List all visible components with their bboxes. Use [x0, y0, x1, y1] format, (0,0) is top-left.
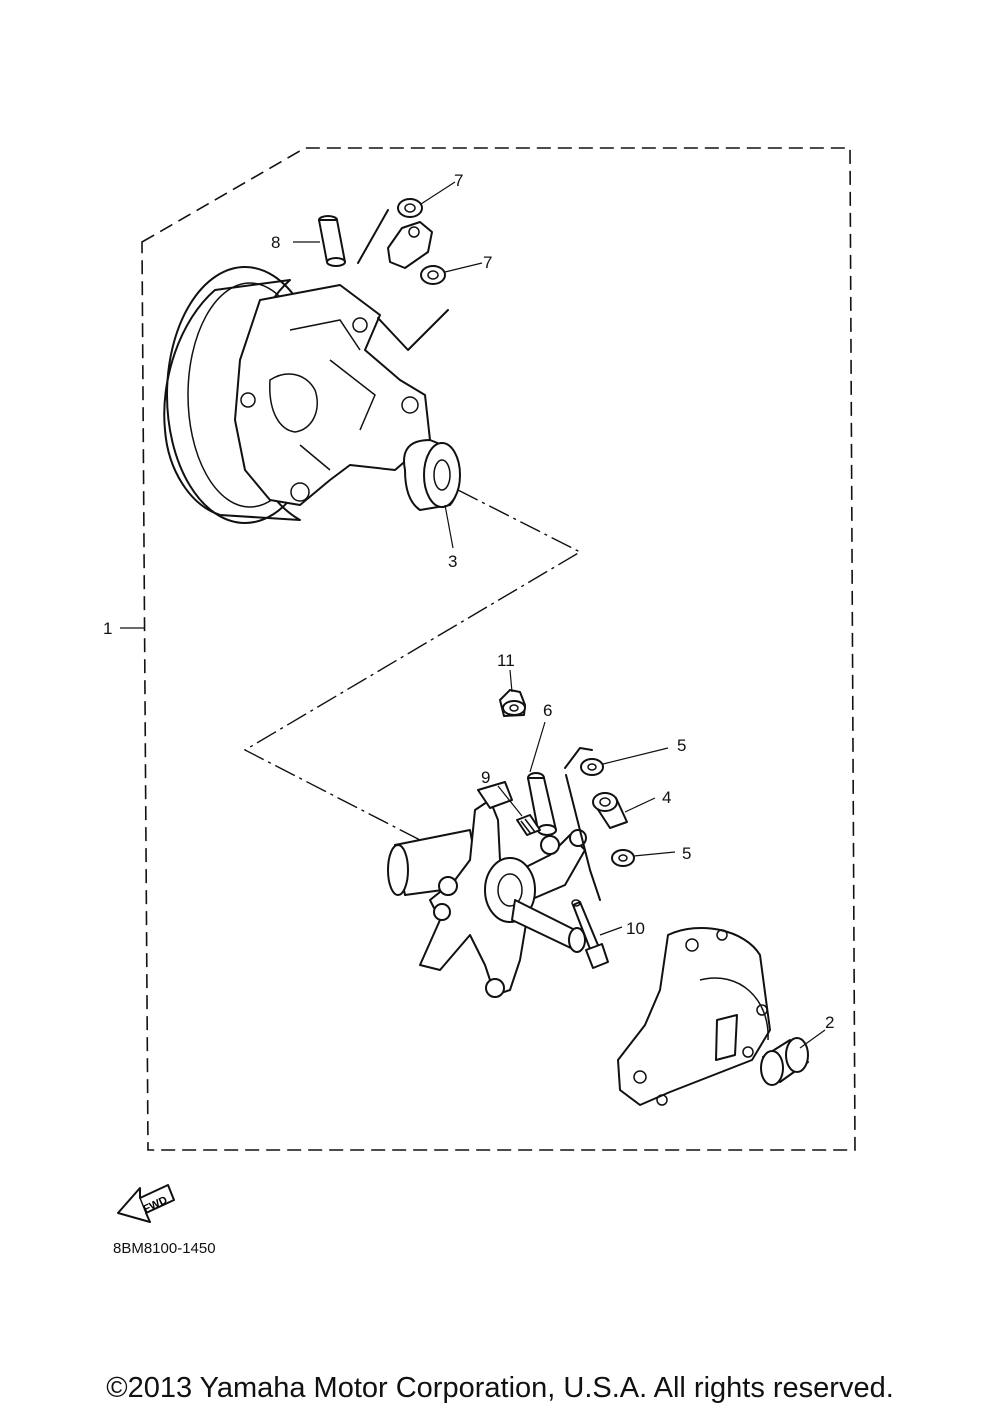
seal-part-3 — [403, 439, 461, 511]
slider-block — [387, 221, 433, 269]
callout-10: 10 — [626, 919, 645, 938]
cover-plate — [617, 927, 771, 1106]
washer-part-7a — [397, 198, 423, 218]
callout-2: 2 — [825, 1013, 834, 1032]
callout-8: 8 — [271, 233, 280, 252]
lower-spider — [387, 781, 587, 998]
upper-sheave — [163, 209, 449, 524]
callout-4: 4 — [662, 788, 671, 807]
callout-7a: 7 — [454, 171, 463, 190]
nut-part-11 — [499, 689, 526, 717]
washer-part-7b — [420, 265, 446, 285]
callout-7b: 7 — [483, 253, 492, 272]
callout-11: 11 — [497, 651, 515, 670]
grease-nipple-part-9 — [516, 814, 541, 836]
washer-part-5a — [580, 758, 604, 776]
callout-3: 3 — [448, 552, 457, 571]
washer-part-5b — [611, 849, 635, 867]
leader-lines — [120, 181, 826, 1049]
center-line — [243, 489, 582, 841]
callout-5b: 5 — [682, 844, 691, 863]
roller-part-4 — [592, 792, 628, 829]
callout-5a: 5 — [677, 736, 686, 755]
part-code-label: 8BM8100-1450 — [113, 1240, 216, 1257]
bolt-part-10 — [571, 899, 609, 969]
callout-6: 6 — [543, 701, 552, 720]
assembly-boundary — [141, 147, 856, 1151]
callout-9: 9 — [481, 768, 490, 787]
fwd-arrow-icon: FWD — [117, 1184, 175, 1223]
callout-numbers: 1 2 3 4 5 5 6 7 7 8 9 10 11 — [103, 171, 834, 1032]
bracket-lower — [564, 747, 601, 901]
pin-part-8 — [318, 215, 346, 267]
pin-part-6 — [527, 772, 557, 836]
callout-1: 1 — [103, 619, 112, 638]
bushing-part-2 — [760, 1037, 809, 1086]
copyright-notice: ©2013 Yamaha Motor Corporation, U.S.A. A… — [106, 1372, 894, 1404]
